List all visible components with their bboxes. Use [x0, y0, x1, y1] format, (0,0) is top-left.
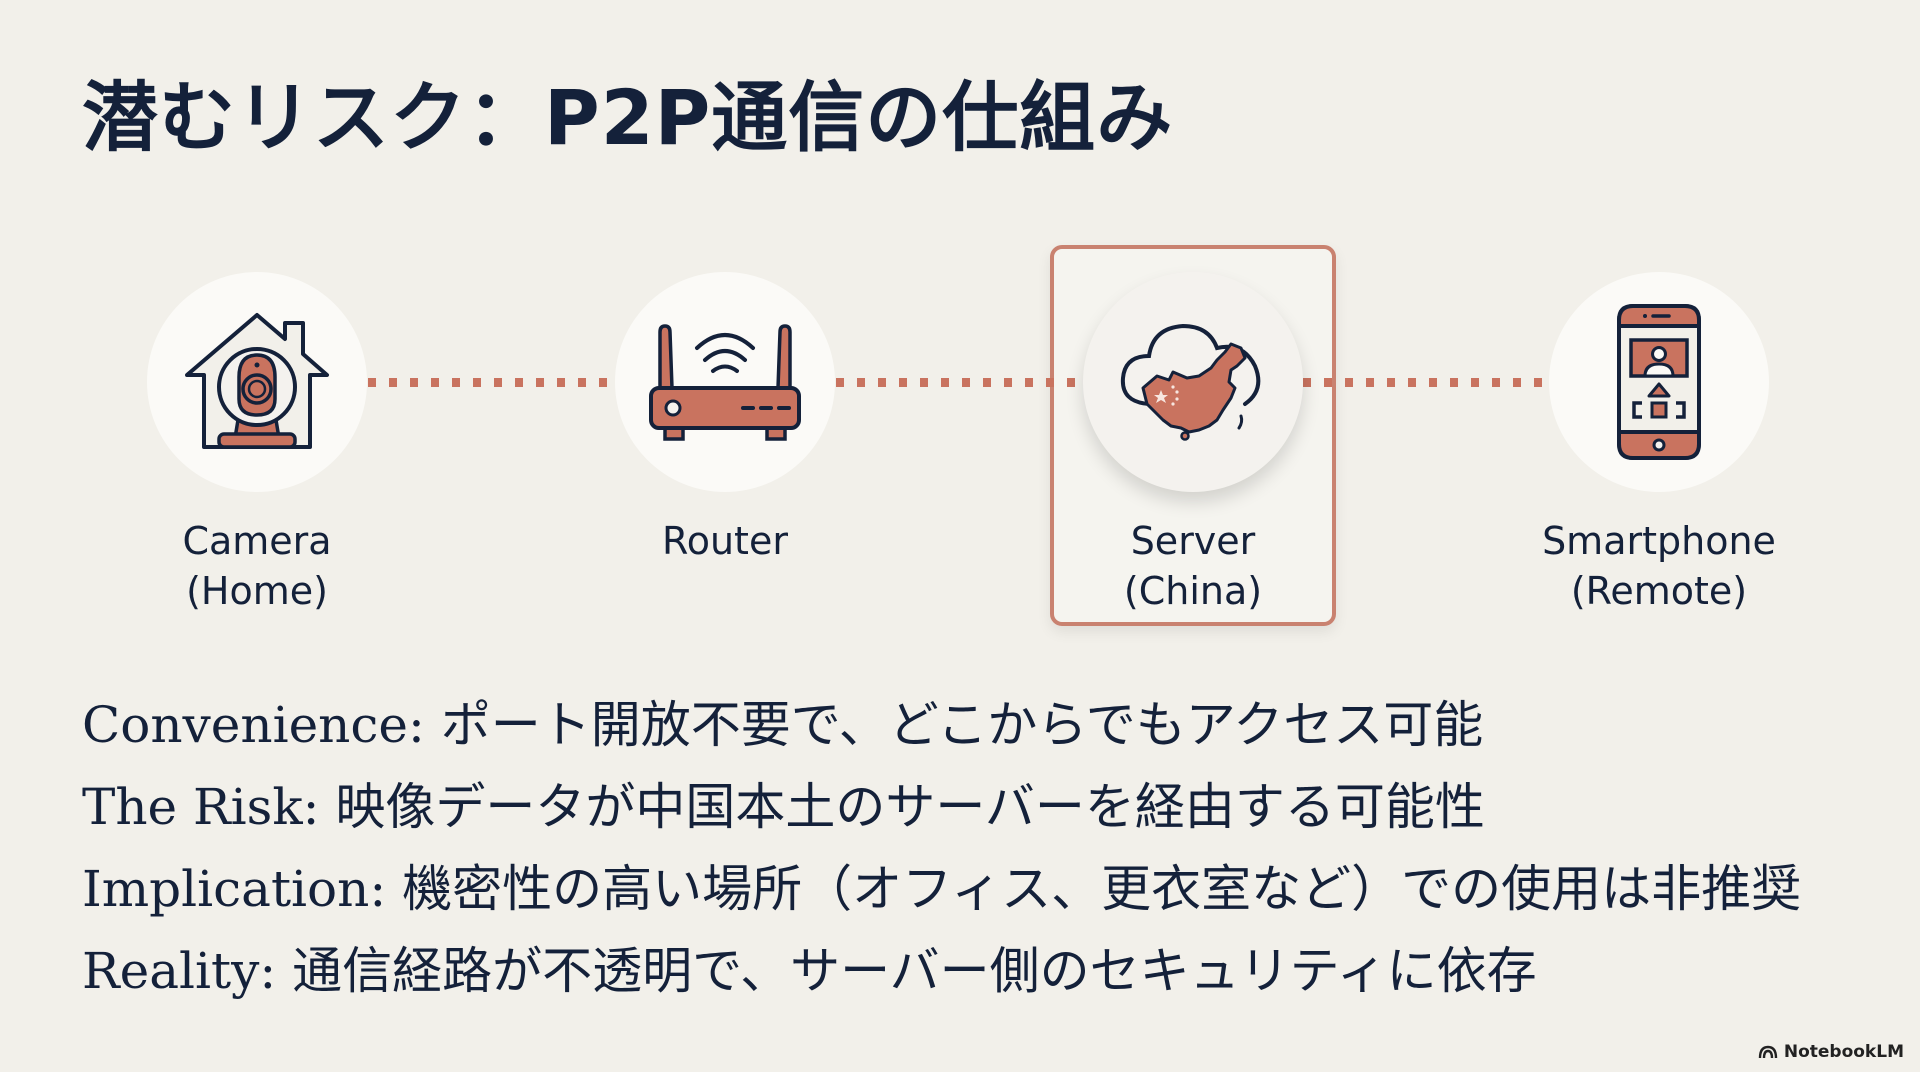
bullet-key: Reality:: [82, 942, 277, 1000]
bullet-risk: The Risk: 映像データが中国本土のサーバーを経由する可能性: [82, 766, 1801, 848]
bullet-key: Implication:: [82, 860, 387, 918]
page-title: 潜むリスク：P2P通信の仕組み: [82, 73, 1174, 162]
node-server: Server (China): [1043, 272, 1343, 616]
watermark-text: NotebookLM: [1783, 1042, 1904, 1062]
smartphone-icon: [1617, 304, 1701, 460]
bullet-reality: Reality: 通信経路が不透明で、サーバー側のセキュリティに依存: [82, 930, 1801, 1012]
notebooklm-logo-icon: [1758, 1045, 1778, 1059]
bullet-text: 映像データが中国本土のサーバーを経由する可能性: [335, 778, 1485, 836]
bullet-text: 機密性の高い場所（オフィス、更衣室など）での使用は非推奨: [402, 860, 1802, 918]
router-icon: [649, 324, 801, 441]
node-circle: [615, 272, 835, 492]
connector-router-server: [836, 378, 1082, 387]
node-label: Server (China): [1043, 516, 1343, 616]
bullet-text: 通信経路が不透明で、サーバー側のセキュリティに依存: [292, 942, 1537, 1000]
node-label-line1: Smartphone: [1542, 519, 1776, 563]
node-circle: [147, 272, 367, 492]
node-label-line2: (Remote): [1570, 569, 1748, 613]
bullet-key: Convenience:: [82, 696, 425, 754]
connector-server-smartphone: [1303, 378, 1549, 387]
home-camera-icon: [185, 313, 329, 449]
node-label-line1: Camera: [182, 519, 332, 563]
node-label: Router: [575, 516, 875, 566]
node-label-line2: (China): [1123, 569, 1263, 613]
node-router: Router: [575, 272, 875, 566]
bullet-text: ポート開放不要で、どこからでもアクセス可能: [440, 696, 1484, 754]
node-label-line1: Server: [1130, 519, 1256, 563]
node-circle: [1549, 272, 1769, 492]
node-label-line2: (Home): [186, 569, 328, 613]
notebooklm-watermark: NotebookLM: [1758, 1042, 1904, 1062]
node-label-line1: Router: [662, 519, 788, 563]
bullet-convenience: Convenience: ポート開放不要で、どこからでもアクセス可能: [82, 684, 1801, 766]
node-camera: Camera (Home): [107, 272, 407, 616]
bullet-implication: Implication: 機密性の高い場所（オフィス、更衣室など）での使用は非推…: [82, 848, 1801, 930]
bullet-list: Convenience: ポート開放不要で、どこからでもアクセス可能 The R…: [82, 684, 1801, 1012]
node-smartphone: Smartphone (Remote): [1509, 272, 1809, 616]
connector-camera-router: [368, 378, 614, 387]
bullet-key: The Risk:: [82, 778, 320, 836]
p2p-flow-diagram: Camera (Home) Router: [107, 245, 1809, 626]
node-circle: [1083, 272, 1303, 492]
china-cloud-server-icon: [1120, 323, 1261, 441]
node-label: Camera (Home): [107, 516, 407, 616]
node-label: Smartphone (Remote): [1509, 516, 1809, 616]
